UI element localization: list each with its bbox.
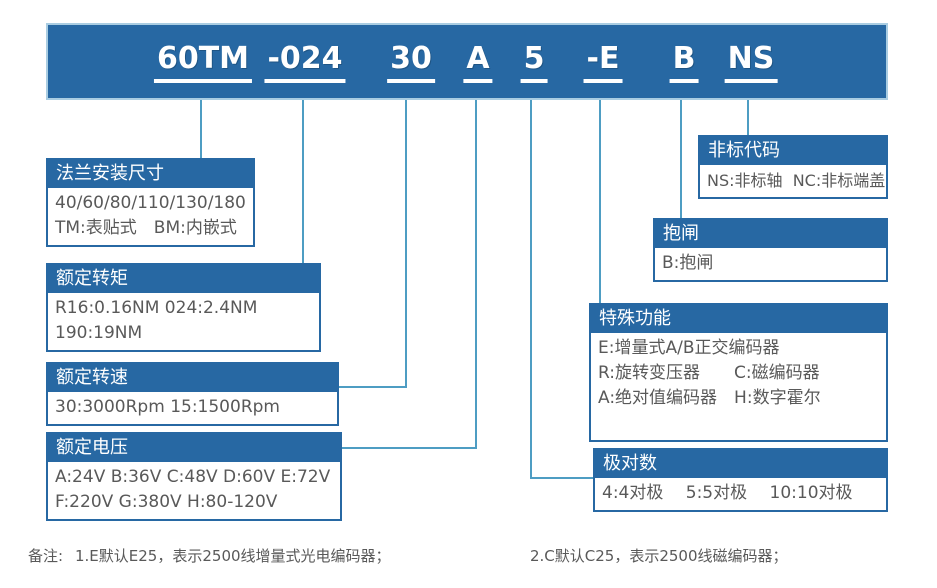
flange-size-box-body: 40/60/80/110/130/180 TM:表贴式 BM:内嵌式	[48, 188, 253, 245]
connector-line-speed	[405, 100, 407, 388]
box-line: R16:0.16NM 024:2.4NM	[55, 298, 258, 318]
rated-speed-box-body: 30:3000Rpm 15:1500Rpm	[48, 392, 337, 424]
rated-voltage-box-body: A:24V B:36V C:48V D:60V E:72V F:220V G:3…	[48, 462, 340, 519]
connector-line-brake	[680, 100, 682, 218]
connector-line-torque	[302, 100, 304, 263]
nonstandard-code-box-body: NS:非标轴 NC:非标端盖	[700, 165, 886, 197]
model-segment-flange-size: 60TM	[153, 42, 253, 83]
box-line: 190:19NM	[55, 323, 143, 343]
connector-line-poles-h	[530, 477, 593, 479]
connector-line-speed-h	[339, 386, 407, 388]
rated-voltage-box-title: 额定电压	[48, 434, 340, 462]
footnote: 备注: 1.E默认E25，表示2500线增量式光电编码器； 2.C默认C25，表…	[0, 546, 937, 566]
pole-pairs-box: 极对数 4:4对极 5:5对极 10:10对极	[593, 448, 888, 512]
box-line: R:旋转变压器 C:磁编码器	[598, 363, 820, 383]
special-function-box-title: 特殊功能	[591, 305, 886, 333]
model-segment-pole-pairs: 5	[520, 42, 548, 83]
rated-speed-box-title: 额定转速	[48, 364, 337, 392]
model-segment-torque: -024	[264, 42, 346, 83]
model-segment-brake: B	[669, 42, 699, 83]
box-line: E:增量式A/B正交编码器	[598, 338, 780, 358]
box-line: F:220V G:380V H:80-120V	[55, 492, 278, 512]
model-segment-special-function: -E	[583, 42, 623, 83]
rated-speed-box: 额定转速 30:3000Rpm 15:1500Rpm	[46, 362, 339, 426]
footnote-label: 备注:	[28, 547, 64, 565]
special-function-box-body: E:增量式A/B正交编码器 R:旋转变压器 C:磁编码器 A:绝对值编码器 H:…	[591, 333, 886, 440]
brake-box-body: B:抱闸	[655, 248, 886, 280]
special-function-box: 特殊功能 E:增量式A/B正交编码器 R:旋转变压器 C:磁编码器 A:绝对值编…	[589, 303, 888, 442]
connector-line-nonstandard	[747, 100, 749, 135]
connector-line-flange	[200, 100, 202, 158]
box-line: NS:非标轴 NC:非标端盖	[707, 171, 886, 190]
pole-pairs-box-body: 4:4对极 5:5对极 10:10对极	[595, 478, 886, 510]
pole-pairs-box-title: 极对数	[595, 450, 886, 478]
model-segment-voltage: A	[463, 42, 493, 83]
box-line: B:抱闸	[662, 253, 714, 273]
rated-torque-box-title: 额定转矩	[48, 265, 319, 293]
model-segment-speed: 30	[387, 42, 435, 83]
model-segment-nonstandard: NS	[724, 42, 778, 83]
box-line: A:绝对值编码器 H:数字霍尔	[598, 388, 821, 408]
brake-box-title: 抱闸	[655, 220, 886, 248]
nonstandard-code-box: 非标代码 NS:非标轴 NC:非标端盖	[698, 135, 888, 199]
connector-line-poles	[530, 100, 532, 479]
rated-torque-box-body: R16:0.16NM 024:2.4NM 190:19NM	[48, 293, 319, 350]
box-line: A:24V B:36V C:48V D:60V E:72V	[55, 467, 331, 487]
box-line	[598, 411, 879, 436]
flange-size-box: 法兰安装尺寸 40/60/80/110/130/180 TM:表贴式 BM:内嵌…	[46, 158, 255, 247]
rated-torque-box: 额定转矩 R16:0.16NM 024:2.4NM 190:19NM	[46, 263, 321, 352]
box-line: TM:表贴式 BM:内嵌式	[55, 218, 237, 238]
footnote-item: 2.C默认C25，表示2500线磁编码器；	[530, 547, 788, 565]
connector-line-voltage	[475, 100, 477, 449]
footnote-item: 1.E默认E25，表示2500线增量式光电编码器；	[75, 547, 391, 565]
brake-box: 抱闸 B:抱闸	[653, 218, 888, 282]
rated-voltage-box: 额定电压 A:24V B:36V C:48V D:60V E:72V F:220…	[46, 432, 342, 521]
box-line: 4:4对极 5:5对极 10:10对极	[602, 483, 853, 503]
flange-size-box-title: 法兰安装尺寸	[48, 160, 253, 188]
model-code-banner: 60TM -024 30 A 5 -E B NS	[46, 23, 888, 100]
box-line: 40/60/80/110/130/180	[55, 193, 246, 213]
connector-line-voltage-h	[340, 447, 477, 449]
connector-line-special	[599, 100, 601, 303]
nonstandard-code-box-title: 非标代码	[700, 137, 886, 165]
box-line: 30:3000Rpm 15:1500Rpm	[55, 397, 280, 417]
